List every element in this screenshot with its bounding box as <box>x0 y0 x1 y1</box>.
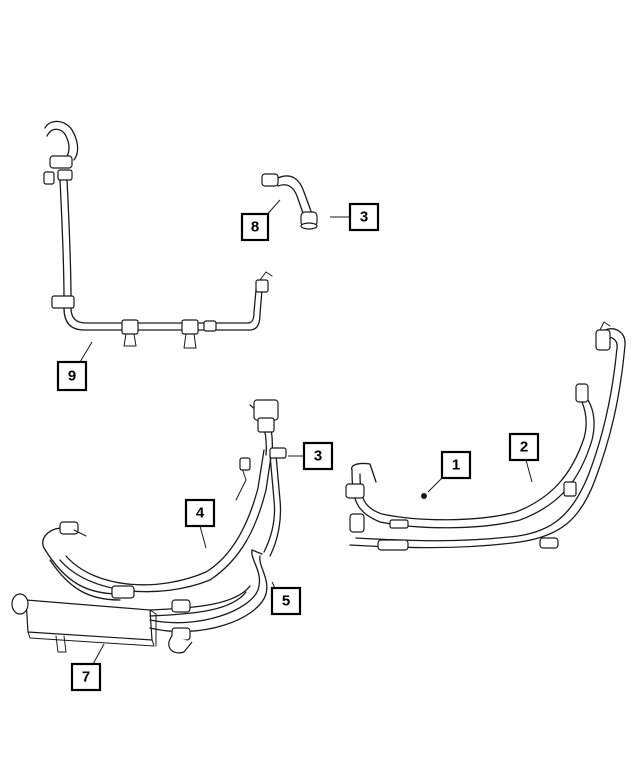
callout-4: 4 <box>184 498 216 528</box>
callout-label: 8 <box>251 219 259 236</box>
callout-7: 7 <box>70 662 102 692</box>
callout-3b: 3 <box>302 441 334 471</box>
part-1-2-tube-assembly <box>345 321 626 551</box>
callout-label: 5 <box>282 593 290 610</box>
part-9-hose-assembly <box>43 120 273 363</box>
callout-label: 3 <box>360 209 368 226</box>
part-8-hose <box>261 173 350 230</box>
callout-label: 7 <box>82 669 90 686</box>
callout-label: 1 <box>452 457 460 474</box>
callout-label: 2 <box>520 439 528 456</box>
callout-9: 9 <box>56 360 88 392</box>
part-7-cooler-assembly <box>11 399 304 667</box>
callout-3a: 3 <box>348 202 380 232</box>
callout-5: 5 <box>270 586 302 616</box>
callout-label: 4 <box>196 505 205 522</box>
callout-1: 1 <box>440 450 472 480</box>
callout-label: 3 <box>314 448 322 465</box>
callout-2: 2 <box>508 432 540 462</box>
callout-8: 8 <box>240 212 270 242</box>
callout-label: 9 <box>68 368 76 385</box>
